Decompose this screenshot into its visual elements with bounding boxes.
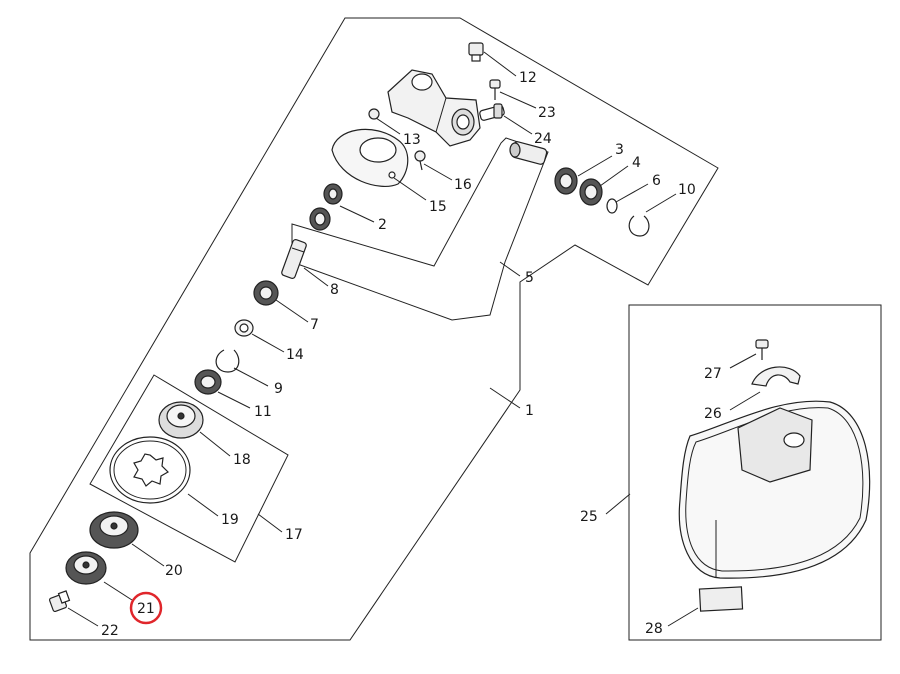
callout-17: 17 — [285, 527, 303, 543]
guard-kit-frame — [628, 304, 882, 641]
circlip-10 — [628, 215, 650, 237]
callout-16: 16 — [454, 177, 472, 193]
spindle-8 — [281, 238, 307, 280]
callout-25: 25 — [580, 509, 598, 525]
callout-8: 8 — [330, 282, 339, 298]
callout-11: 11 — [254, 404, 272, 420]
bolt-12 — [468, 42, 484, 62]
pin-24 — [479, 103, 505, 121]
highlight-circle — [129, 591, 163, 625]
screw-16 — [414, 150, 426, 171]
disc-19 — [109, 436, 191, 504]
bearing-2 — [309, 183, 343, 231]
callout-18: 18 — [233, 452, 251, 468]
screw-23 — [489, 79, 501, 100]
callout-2: 2 — [378, 217, 387, 233]
callout-22: 22 — [101, 623, 119, 639]
subassembly-5-outline — [291, 137, 549, 321]
subassembly-17-outline — [89, 374, 289, 563]
screw-27 — [755, 339, 769, 360]
callout-10: 10 — [678, 182, 696, 198]
leader-lines — [67, 51, 761, 627]
callout-24: 24 — [534, 131, 552, 147]
callout-20: 20 — [165, 563, 183, 579]
callout-23: 23 — [538, 105, 556, 121]
circlip-9 — [215, 349, 240, 373]
callout-1: 1 — [525, 403, 534, 419]
main-assembly-outline — [29, 17, 719, 641]
clamp-26 — [751, 366, 801, 387]
callout-12: 12 — [519, 70, 537, 86]
callout-21: 21 — [137, 601, 155, 617]
callout-4: 4 — [632, 155, 641, 171]
spacer-14 — [234, 319, 254, 337]
callout-28: 28 — [645, 621, 663, 637]
dust-cover-15 — [331, 128, 409, 188]
washer-21 — [65, 551, 107, 585]
callout-7: 7 — [310, 317, 319, 333]
callout-27: 27 — [704, 366, 722, 382]
bearing-7 — [253, 280, 279, 306]
bearing-4 — [579, 178, 603, 206]
callout-labels: 12 23 13 24 16 15 3 4 6 10 2 5 8 7 14 9 … — [101, 70, 722, 639]
nut-13 — [368, 108, 380, 120]
callout-6: 6 — [652, 173, 661, 189]
washer-6 — [606, 198, 618, 214]
callout-19: 19 — [221, 512, 239, 528]
callout-9: 9 — [274, 381, 283, 397]
callout-5: 5 — [525, 270, 534, 286]
label-sticker-28 — [698, 586, 744, 612]
guard-25 — [678, 400, 871, 579]
bearing-3 — [554, 167, 578, 195]
bearing-11 — [194, 369, 222, 395]
cup-washer-20 — [89, 511, 139, 549]
callout-15: 15 — [429, 199, 447, 215]
shaft-part — [509, 141, 548, 165]
callout-26: 26 — [704, 406, 722, 422]
callout-13: 13 — [403, 132, 421, 148]
nut-22 — [48, 590, 71, 613]
callout-3: 3 — [615, 142, 624, 158]
blade-holder-18 — [158, 401, 204, 439]
callout-14: 14 — [286, 347, 304, 363]
gear-head-housing — [387, 69, 481, 147]
